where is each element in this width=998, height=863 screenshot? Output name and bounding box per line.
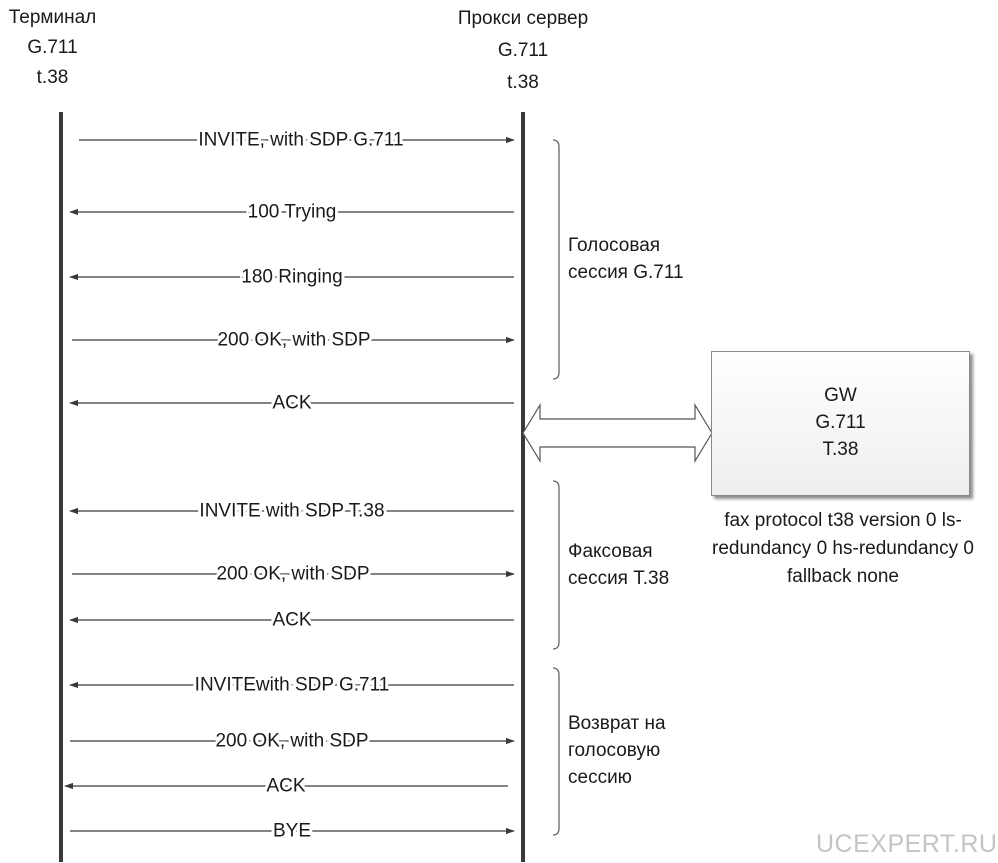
return-session-label: Возврат на голосовую сессию bbox=[568, 710, 666, 791]
proxy-codec-t38: t.38 bbox=[507, 72, 539, 93]
watermark: UCEXPERT.RU bbox=[816, 830, 998, 858]
gateway-codec-t38: T.38 bbox=[822, 439, 859, 460]
message-label: 200 OK, with SDP bbox=[216, 564, 369, 585]
message-label: BYE bbox=[273, 821, 311, 842]
message-6: INVITE with SDP T.38 bbox=[69, 498, 514, 525]
message-label: 200 OK, with SDP bbox=[217, 330, 370, 351]
return-session-line3: сессию bbox=[568, 767, 632, 788]
message-10: 200 OK, with SDP bbox=[70, 728, 515, 755]
message-2: 100 Trying bbox=[69, 199, 514, 226]
return-session-line2: голосовую bbox=[568, 740, 661, 761]
voice-session-label: Голосовая сессия G.711 bbox=[568, 232, 684, 286]
terminal-header: Терминал G.711 t.38 bbox=[0, 3, 105, 93]
return-session-bracket bbox=[552, 667, 560, 836]
message-list: INVITE, with SDP G.711 100 Trying 180 Ring… bbox=[64, 127, 515, 845]
message-label: 200 OK, with SDP bbox=[215, 731, 368, 752]
message-4: 200 OK, with SDP bbox=[72, 327, 515, 354]
voice-session-bracket bbox=[552, 139, 560, 380]
message-8: ACK bbox=[69, 607, 514, 634]
message-label: INVITEwith SDP G.711 bbox=[195, 675, 390, 696]
gateway-box: GW G.711 T.38 bbox=[711, 351, 970, 496]
message-5: ACK bbox=[69, 390, 514, 417]
terminal-title: Терминал bbox=[8, 7, 97, 28]
message-label: ACK bbox=[272, 393, 311, 414]
message-label: 100 Trying bbox=[248, 202, 337, 223]
message-label: ACK bbox=[266, 776, 305, 797]
fax-session-line1: Факсовая bbox=[568, 541, 653, 562]
fax-session-label: Факсовая сессия T.38 bbox=[568, 538, 669, 592]
terminal-codec-g711: G.711 bbox=[27, 37, 78, 58]
proxy-lifeline bbox=[521, 112, 525, 862]
gateway-note-line3: fallback none bbox=[787, 566, 899, 587]
gateway-note-line2: redundancy 0 hs-redundancy 0 bbox=[712, 538, 974, 559]
fax-session-line2: сессия T.38 bbox=[568, 568, 670, 589]
voice-session-line2: сессия G.711 bbox=[568, 262, 684, 283]
gateway-note-line1: fax protocol t38 version 0 ls- bbox=[724, 510, 962, 531]
proxy-header: Прокси сервер G.711 t.38 bbox=[443, 3, 603, 99]
message-label: 180 Ringing bbox=[241, 267, 342, 288]
message-11: ACK bbox=[64, 773, 508, 800]
return-session-line1: Возврат на bbox=[568, 713, 666, 734]
terminal-lifeline bbox=[59, 112, 63, 862]
message-1: INVITE, with SDP G.711 bbox=[79, 127, 515, 154]
fax-session-bracket bbox=[552, 480, 560, 650]
message-label: ACK bbox=[272, 610, 311, 631]
message-3: 180 Ringing bbox=[69, 264, 514, 291]
message-label: INVITE with SDP T.38 bbox=[199, 501, 384, 522]
voice-session-line1: Голосовая bbox=[568, 235, 661, 256]
message-7: 200 OK, with SDP bbox=[72, 561, 515, 588]
terminal-codec-t38: t.38 bbox=[36, 67, 69, 88]
message-12: BYE bbox=[70, 818, 515, 845]
gateway-name: GW bbox=[824, 385, 857, 406]
proxy-title: Прокси сервер bbox=[457, 8, 589, 29]
proxy-codec-g711: G.711 bbox=[497, 40, 549, 61]
gateway-codec-g711: G.711 bbox=[815, 412, 866, 433]
message-9: INVITEwith SDP G.711 bbox=[69, 672, 514, 699]
gateway-double-arrow bbox=[522, 402, 713, 464]
gateway-config-note: fax protocol t38 version 0 ls- redundanc… bbox=[690, 507, 996, 591]
message-label: INVITE, with SDP G.711 bbox=[198, 130, 403, 151]
